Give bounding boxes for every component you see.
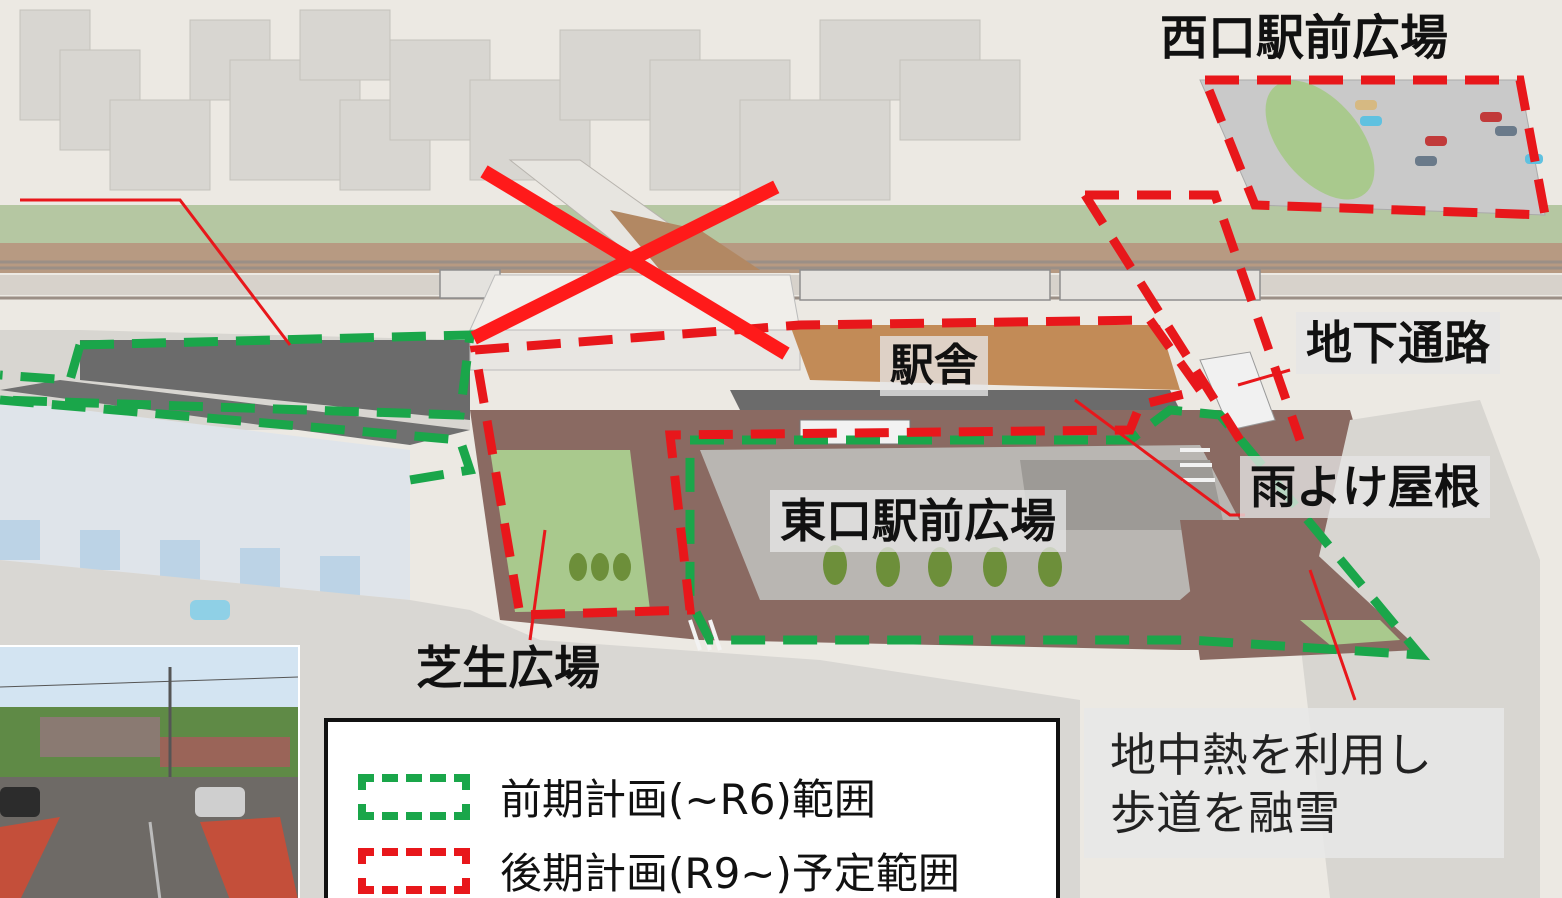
late-plan-swatch	[358, 847, 470, 894]
tree-icon	[569, 545, 1062, 587]
legend-row-early: 前期計画(~R6)範囲	[358, 766, 876, 827]
legend-row-late: 後期計画(R9~)予定範囲	[358, 840, 960, 898]
early-plan-swatch	[358, 773, 470, 820]
legend-late-label: 後期計画(R9~)予定範囲	[500, 849, 960, 898]
train-icon	[439, 269, 1261, 301]
legend: 前期計画(~R6)範囲 後期計画(R9~)予定範囲	[324, 718, 1060, 898]
snow-melt-note: 地中熱を利用し 歩道を融雪	[1084, 708, 1504, 858]
late-plan-outline	[469, 75, 1551, 620]
west-plaza-island	[1265, 80, 1375, 200]
legend-early-label: 前期計画(~R6)範囲	[500, 775, 876, 824]
note-line-1: 地中熱を利用し	[1110, 728, 1432, 782]
x-cross-icon	[470, 165, 790, 360]
lawn-area	[490, 450, 650, 612]
car-icon	[190, 600, 230, 620]
background-buildings	[19, 9, 1021, 201]
lawn-plaza-label: 芝生広場	[416, 641, 600, 695]
walkway-planter	[1300, 620, 1400, 645]
green-embankment	[0, 205, 1562, 245]
note-line-2: 歩道を融雪	[1110, 786, 1340, 840]
terminal-shelter	[1020, 460, 1225, 530]
site-photo	[0, 645, 300, 898]
east-plaza-label: 東口駅前広場	[770, 490, 1066, 552]
left-building-roof	[0, 380, 470, 445]
canopy-roof	[730, 390, 1180, 410]
early-plan-outline	[0, 330, 1431, 661]
underpass-entrance	[1199, 351, 1276, 431]
west-plaza-label: 西口駅前広場	[1160, 10, 1449, 66]
left-canopy-roof	[80, 340, 470, 420]
station-building-label: 駅舎	[880, 336, 988, 396]
underpass-label: 地下通路	[1296, 312, 1500, 374]
left-building-windows	[0, 520, 360, 596]
car-icon	[1355, 100, 1543, 166]
canopy-label: 雨よけ屋根	[1240, 456, 1490, 518]
